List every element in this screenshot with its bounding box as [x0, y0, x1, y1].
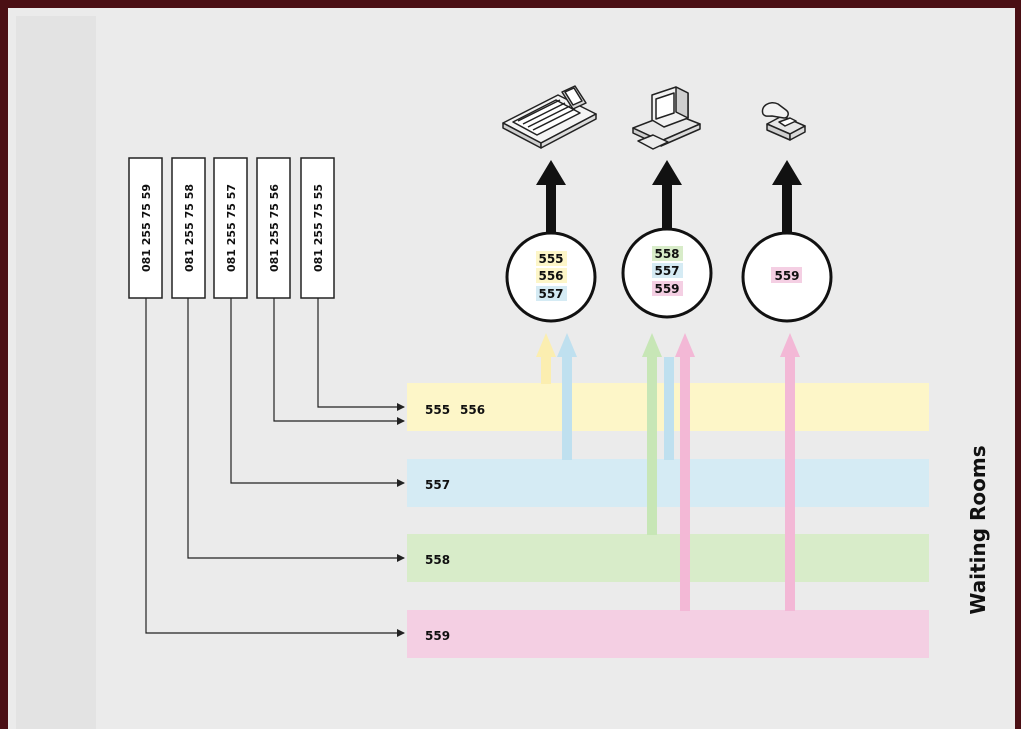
phone-number-2: 081 255 75 58	[183, 184, 196, 272]
room-band-blue	[407, 459, 929, 507]
fax-queue-item-3: 557	[538, 287, 563, 301]
routing-lines	[145, 298, 405, 637]
fax-queue-item-2: 556	[538, 269, 563, 283]
phone-number-1: 081 255 75 59	[140, 184, 153, 272]
room-label-559: 559	[425, 629, 450, 643]
room-label-556: 556	[460, 403, 485, 417]
fax-queue-item-1: 555	[538, 252, 563, 266]
room-label-557: 557	[425, 478, 450, 492]
phone-number-boxes	[128, 157, 335, 299]
telephone-icon	[761, 102, 806, 141]
room-band-pink	[407, 610, 929, 658]
computer-queue-item-3: 559	[654, 282, 679, 296]
phone-number-4: 081 255 75 56	[268, 184, 281, 272]
phone-number-5: 081 255 75 55	[312, 184, 325, 272]
left-margin-strip	[16, 16, 96, 729]
room-label-558: 558	[425, 553, 450, 567]
fax-icon	[502, 85, 597, 149]
computer-queue-item-1: 558	[654, 247, 679, 261]
circle-to-device-arrows	[536, 160, 802, 233]
room-band-green	[407, 534, 929, 582]
telephone-queue-item-1: 559	[774, 269, 799, 283]
room-label-555: 555	[425, 403, 450, 417]
waiting-rooms-title: Waiting Rooms	[966, 445, 990, 614]
computer-icon	[632, 86, 701, 150]
computer-queue-item-2: 557	[654, 264, 679, 278]
phone-number-3: 081 255 75 57	[225, 184, 238, 272]
room-to-device-arrows	[536, 333, 800, 611]
